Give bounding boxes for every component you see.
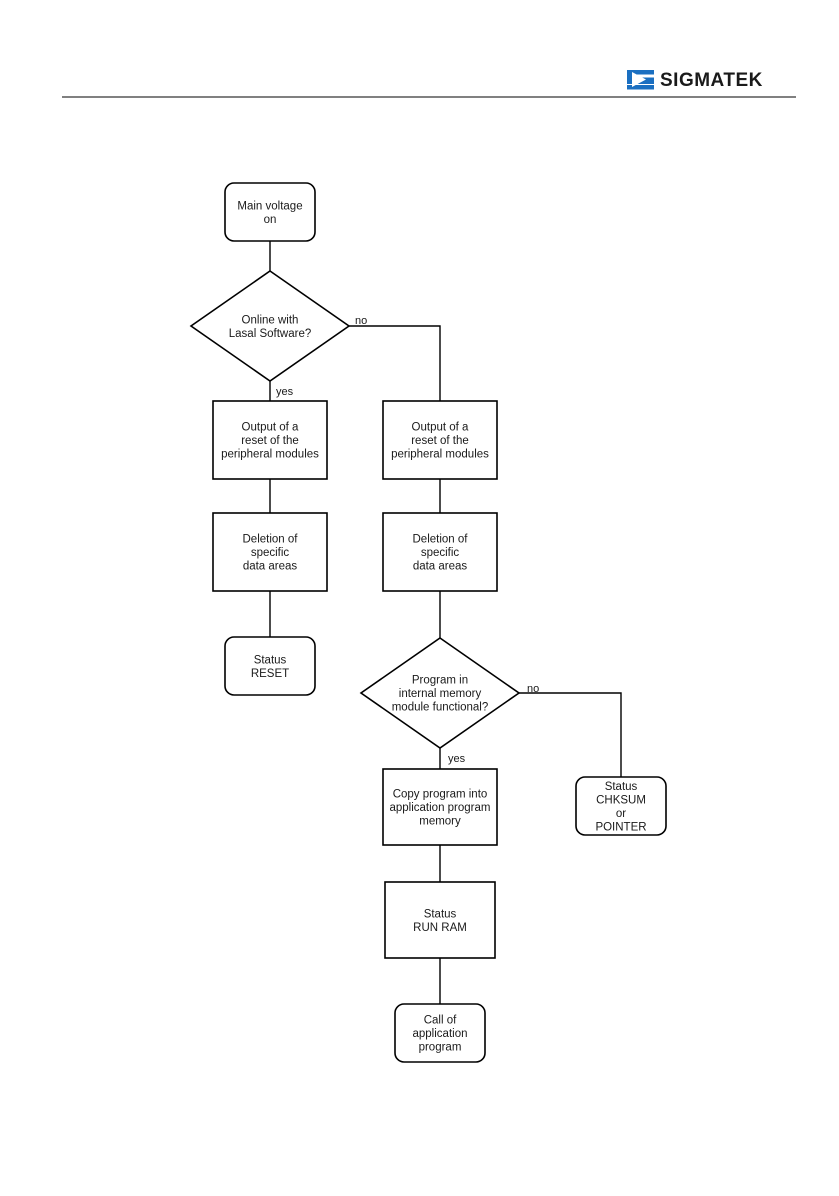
terminal-box bbox=[224, 182, 316, 242]
node-text-line: RUN RAM bbox=[413, 922, 467, 934]
node-text-line: specific bbox=[421, 547, 460, 559]
node-text-line: data areas bbox=[243, 561, 298, 573]
node-text-line: on bbox=[264, 214, 277, 226]
node-text-line: module functional? bbox=[392, 702, 489, 714]
connector-online-no bbox=[349, 325, 441, 401]
edge-label-online-no: no bbox=[355, 315, 367, 327]
terminal-box bbox=[394, 1003, 486, 1063]
node-text-line: RESET bbox=[251, 668, 289, 680]
node-text-line: Status bbox=[254, 654, 287, 666]
flowchart-connectors bbox=[269, 241, 622, 1004]
decision-diamond bbox=[189, 270, 351, 382]
process-box bbox=[212, 512, 328, 592]
logo-text: SIGMATEK bbox=[660, 70, 763, 91]
edge-label-program-yes: yes bbox=[448, 753, 466, 765]
node-text-line: Main voltage bbox=[237, 200, 302, 212]
node-text-line: program bbox=[419, 1042, 462, 1054]
terminal-box bbox=[224, 636, 316, 696]
edge-label-program-no: no bbox=[527, 683, 539, 695]
sigmatek-logo-icon bbox=[627, 70, 654, 90]
node-text-line: Online with bbox=[242, 314, 299, 326]
terminal-box bbox=[575, 776, 667, 836]
node-text-line: Call of bbox=[424, 1015, 457, 1027]
process-box bbox=[382, 768, 498, 846]
decision-diamond bbox=[359, 637, 521, 749]
node-text-line: Deletion of bbox=[243, 534, 299, 546]
node-text-line: Status bbox=[424, 908, 457, 920]
process-box bbox=[382, 512, 498, 592]
header: SIGMATEK bbox=[62, 70, 796, 98]
node-text-line: Deletion of bbox=[413, 534, 469, 546]
node-text-line: or bbox=[616, 808, 626, 820]
process-box bbox=[384, 881, 496, 959]
node-text-line: application program bbox=[389, 802, 490, 814]
node-text-line: Output of a bbox=[412, 422, 470, 434]
node-text-line: memory bbox=[419, 816, 461, 828]
node-text-line: Output of a bbox=[242, 422, 300, 434]
node-text-line: internal memory bbox=[399, 688, 482, 700]
node-text-line: Copy program into bbox=[393, 789, 488, 801]
node-text-line: data areas bbox=[413, 561, 468, 573]
edge-labels: no yes no yes bbox=[276, 315, 539, 765]
node-text-line: reset of the bbox=[241, 435, 299, 447]
node-text-line: peripheral modules bbox=[391, 449, 489, 461]
node-text-line: CHKSUM bbox=[596, 794, 646, 806]
edge-label-online-yes: yes bbox=[276, 386, 294, 398]
connector-program-no bbox=[519, 692, 622, 777]
process-box bbox=[212, 400, 328, 480]
process-box bbox=[382, 400, 498, 480]
node-main-voltage: Main voltage on bbox=[224, 182, 316, 242]
node-text-line: peripheral modules bbox=[221, 449, 319, 461]
node-text-line: Program in bbox=[412, 675, 468, 687]
node-text-line: POINTER bbox=[595, 821, 646, 833]
node-text-line: specific bbox=[251, 547, 290, 559]
node-text-line: reset of the bbox=[411, 435, 469, 447]
node-text-line: application bbox=[413, 1028, 468, 1040]
node-text-line: Lasal Software? bbox=[229, 328, 311, 340]
node-text-line: Status bbox=[605, 781, 638, 793]
